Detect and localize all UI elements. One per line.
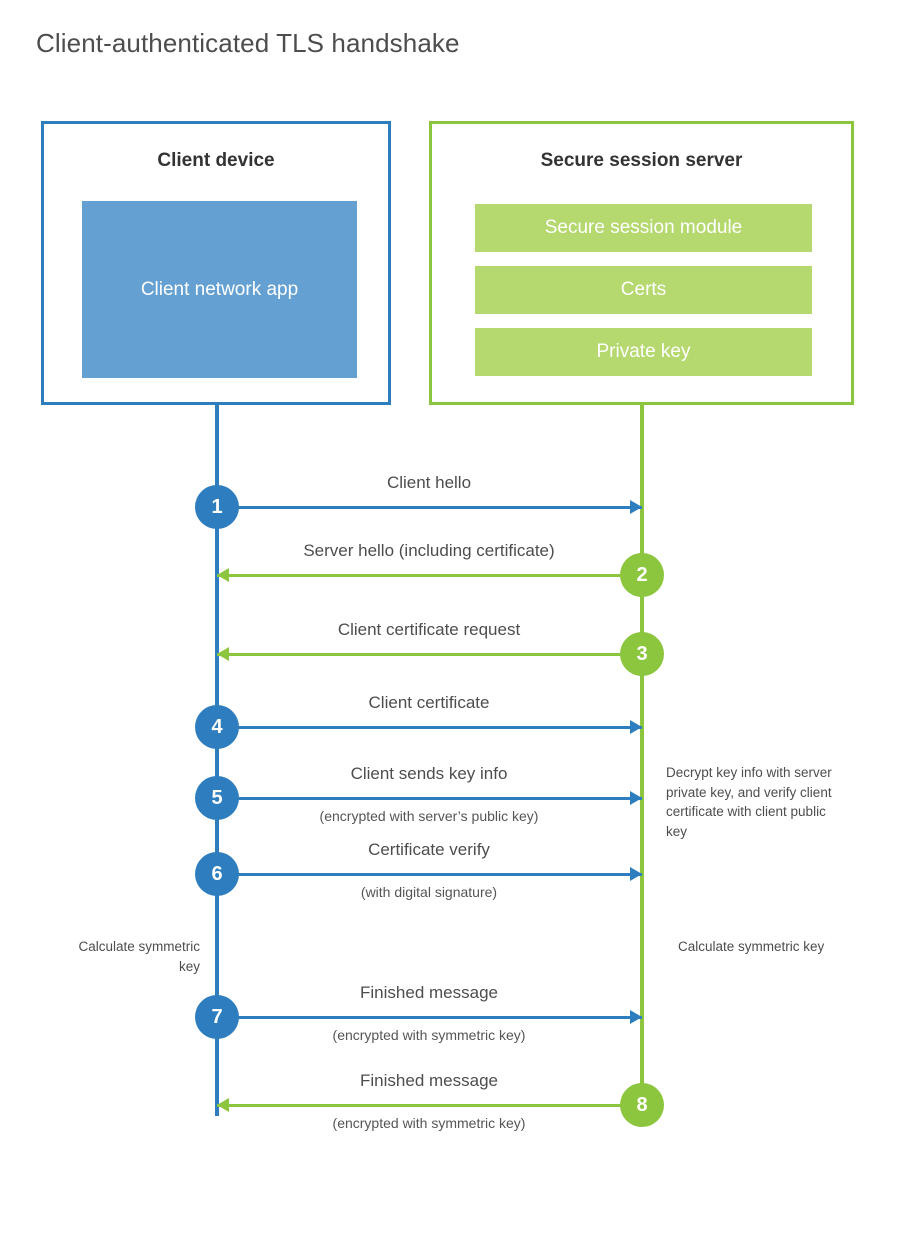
arrow-shaft-step-5	[217, 797, 642, 800]
arrow-shaft-step-6	[217, 873, 642, 876]
step-badge-2[interactable]: 2	[620, 553, 664, 597]
step-sublabel-5: (encrypted with server’s public key)	[319, 808, 539, 824]
arrow-head-step-7	[630, 1010, 642, 1024]
step-sublabel-7: (encrypted with symmetric key)	[332, 1027, 526, 1043]
step-sublabel-6: (with digital signature)	[360, 884, 498, 900]
arrow-shaft-step-1	[217, 506, 642, 509]
arrow-head-step-8	[217, 1098, 229, 1112]
arrow-head-step-2	[217, 568, 229, 582]
arrow-head-step-1	[630, 500, 642, 514]
arrow-head-step-3	[217, 647, 229, 661]
arrow-shaft-step-2	[217, 574, 642, 577]
arrow-shaft-step-4	[217, 726, 642, 729]
step-label-4: Client certificate	[368, 693, 490, 712]
secure-session-server-title: Secure session server	[540, 150, 743, 171]
server-module-secure-session-module: Secure session module	[475, 204, 812, 252]
step-label-2: Server hello (including certificate)	[303, 541, 555, 560]
step-badge-4[interactable]: 4	[195, 705, 239, 749]
step-label-8: Finished message	[360, 1071, 498, 1090]
client-device-title: Client device	[157, 150, 275, 171]
step-label-6: Certificate verify	[368, 840, 490, 859]
step-badge-3[interactable]: 3	[620, 632, 664, 676]
step-badge-7[interactable]: 7	[195, 995, 239, 1039]
arrow-head-step-4	[630, 720, 642, 734]
step-label-3: Client certificate request	[337, 620, 521, 639]
page-title: Client-authenticated TLS handshake	[36, 28, 460, 58]
client-calculate-symmetric-key-annotation: Calculate symmetric key	[78, 939, 200, 974]
arrow-head-step-6	[630, 867, 642, 881]
client-lifeline	[215, 403, 219, 1116]
server-decrypt-annotation: Decrypt key info with server private key…	[666, 765, 832, 840]
step-badge-8[interactable]: 8	[620, 1083, 664, 1127]
server-module-private-key: Private key	[475, 328, 812, 376]
step-label-5: Client sends key info	[350, 764, 508, 783]
step-badge-1[interactable]: 1	[195, 485, 239, 529]
arrow-shaft-step-7	[217, 1016, 642, 1019]
client-device-box: Client device Client network app	[41, 121, 391, 405]
step-label-7: Finished message	[360, 983, 498, 1002]
server-module-certs: Certs	[475, 266, 812, 314]
arrow-shaft-step-3	[217, 653, 642, 656]
step-label-1: Client hello	[386, 473, 472, 492]
arrow-shaft-step-8	[217, 1104, 642, 1107]
step-badge-5[interactable]: 5	[195, 776, 239, 820]
server-calculate-symmetric-key-annotation: Calculate symmetric key	[678, 939, 825, 954]
arrow-head-step-5	[630, 791, 642, 805]
client-network-app-block: Client network app	[82, 201, 357, 378]
step-badge-6[interactable]: 6	[195, 852, 239, 896]
secure-session-server-box: Secure session server Secure session mod…	[429, 121, 854, 405]
server-lifeline	[640, 403, 644, 1106]
step-sublabel-8: (encrypted with symmetric key)	[332, 1115, 526, 1131]
